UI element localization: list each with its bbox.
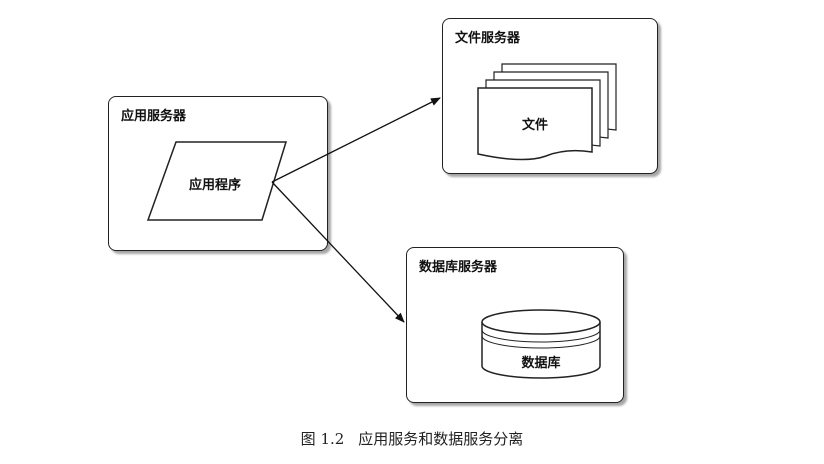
app-server-title: 应用服务器 bbox=[121, 109, 187, 124]
edge-app-to-db-server bbox=[271, 181, 405, 323]
file-document-label: 文件 bbox=[521, 118, 548, 133]
figure-number: 图 1.2 bbox=[300, 430, 345, 448]
app-program-label: 应用程序 bbox=[188, 178, 241, 193]
file-document-stack-icon bbox=[477, 63, 617, 161]
db-server-title: 数据库服务器 bbox=[419, 260, 498, 275]
figure-caption-text: 应用服务和数据服务分离 bbox=[358, 430, 524, 448]
figure-caption: 图 1.2 应用服务和数据服务分离 bbox=[0, 428, 824, 449]
app-program-shape bbox=[146, 141, 288, 221]
file-server-title: 文件服务器 bbox=[455, 31, 521, 46]
edge-app-to-file-server bbox=[271, 97, 441, 183]
app-server-box: 应用服务器 bbox=[108, 96, 328, 251]
database-label: 数据库 bbox=[521, 356, 561, 371]
database-cylinder-icon bbox=[481, 309, 601, 379]
